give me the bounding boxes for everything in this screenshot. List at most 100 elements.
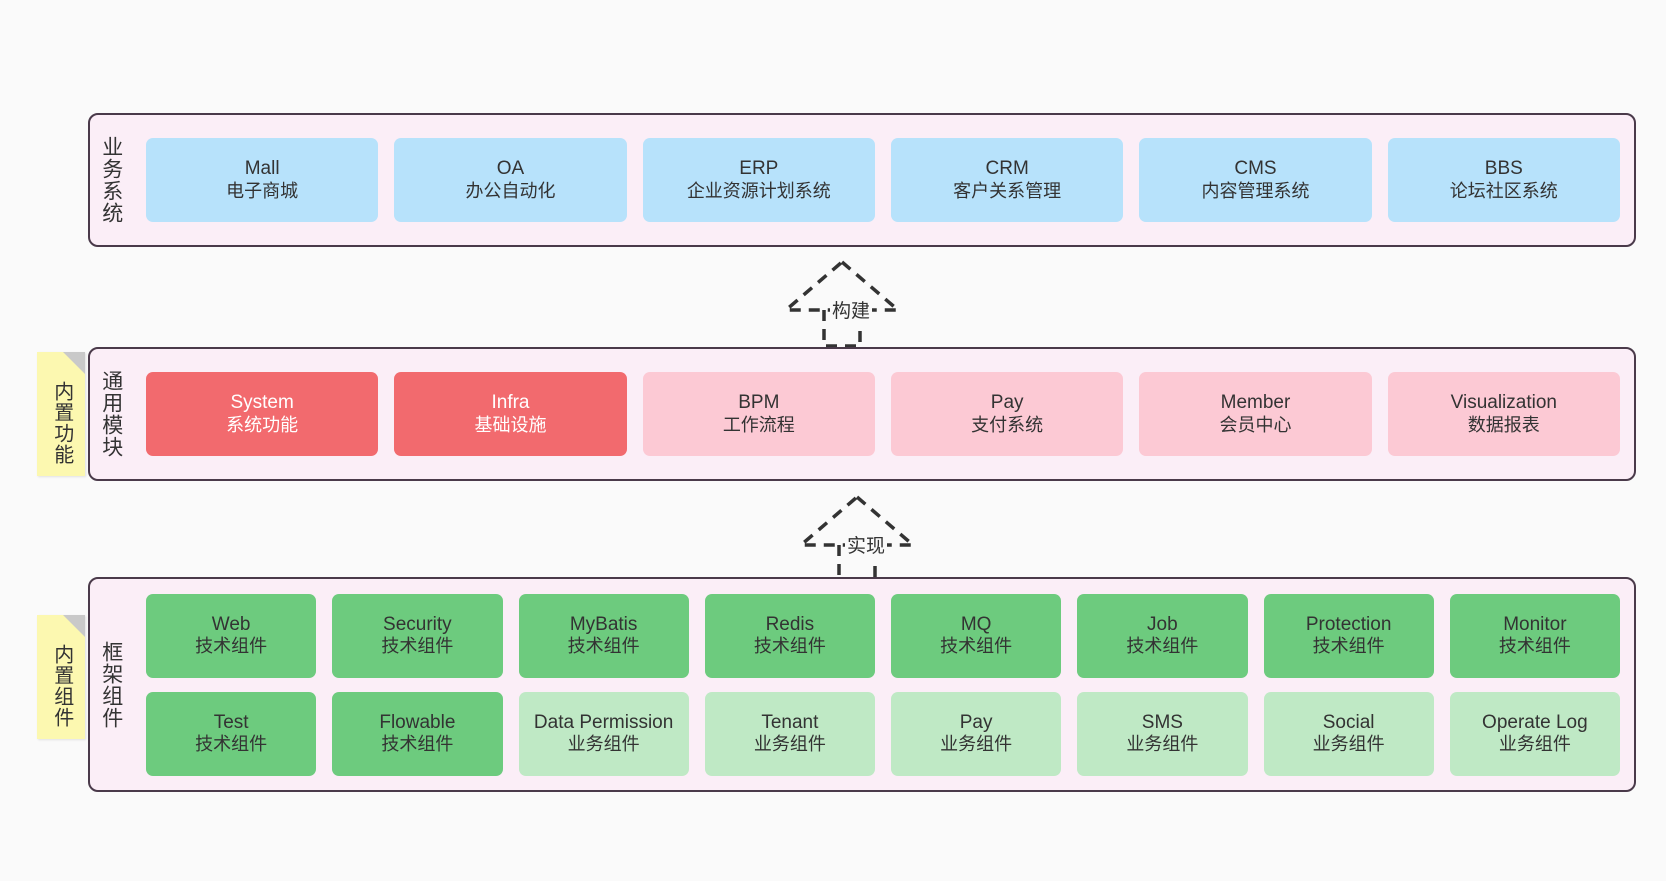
card-data-permission[interactable]: Data Permission 业务组件: [518, 691, 689, 776]
card-job-cn: 技术组件: [1126, 636, 1199, 657]
card-job[interactable]: Job 技术组件: [1077, 593, 1248, 678]
card-test-en: Test: [213, 711, 249, 733]
card-mq-en: MQ: [960, 613, 992, 635]
card-protection[interactable]: Protection 技术组件: [1263, 593, 1434, 678]
card-member-en: Member: [1220, 392, 1291, 414]
layer-title-framework: 框架组件: [99, 640, 123, 729]
card-visualization-en: Visualization: [1450, 392, 1557, 414]
layer-business-system: 业务系统 Mall 电子商城 OA 办公自动化 ERP 企业资源计划系统 CRM…: [88, 113, 1636, 247]
card-system-cn: 系统功能: [226, 414, 299, 435]
card-pay-module-en: Pay: [990, 392, 1024, 414]
card-crm[interactable]: CRM 客户关系管理: [890, 138, 1124, 222]
card-tenant[interactable]: Tenant 业务组件: [704, 691, 875, 776]
card-web-en: Web: [211, 613, 251, 635]
framework-row-tech: Web 技术组件 Security 技术组件 MyBatis 技术组件 Redi…: [146, 593, 1620, 678]
connector-build-label: 构建: [830, 296, 873, 323]
card-protection-en: Protection: [1305, 613, 1392, 635]
card-social-en: Social: [1322, 711, 1375, 733]
card-monitor[interactable]: Monitor 技术组件: [1449, 593, 1620, 678]
layer-title-business: 业务系统: [99, 136, 123, 224]
card-security-en: Security: [383, 613, 452, 635]
card-mq[interactable]: MQ 技术组件: [891, 593, 1062, 678]
card-mybatis-cn: 技术组件: [567, 636, 640, 657]
card-social-cn: 业务组件: [1312, 734, 1385, 755]
sticky-note-builtin-component-label: 内置组件: [50, 644, 73, 728]
card-operate-log[interactable]: Operate Log 业务组件: [1449, 691, 1620, 776]
card-visualization[interactable]: Visualization 数据报表: [1387, 372, 1620, 456]
sticky-fold-icon: [63, 615, 85, 637]
card-crm-cn: 客户关系管理: [953, 180, 1062, 201]
card-oa[interactable]: OA 办公自动化: [394, 138, 627, 222]
card-bpm[interactable]: BPM 工作流程: [642, 372, 875, 456]
card-cms[interactable]: CMS 内容管理系统: [1139, 138, 1372, 222]
card-member[interactable]: Member 会员中心: [1139, 372, 1372, 456]
card-bbs[interactable]: BBS 论坛社区系统: [1387, 138, 1620, 222]
card-bpm-en: BPM: [738, 392, 780, 414]
card-web-cn: 技术组件: [195, 636, 268, 657]
card-pay-component[interactable]: Pay 业务组件: [891, 691, 1062, 776]
card-bpm-cn: 工作流程: [722, 414, 795, 435]
card-monitor-cn: 技术组件: [1498, 636, 1571, 657]
layer-title-common: 通用模块: [99, 370, 123, 458]
card-erp[interactable]: ERP 企业资源计划系统: [642, 138, 875, 222]
card-mall-en: Mall: [244, 158, 280, 180]
card-pay-module[interactable]: Pay 支付系统: [890, 372, 1124, 456]
card-infra[interactable]: Infra 基础设施: [394, 372, 627, 456]
card-pay-module-cn: 支付系统: [971, 414, 1044, 435]
card-flowable-cn: 技术组件: [381, 734, 454, 755]
card-redis[interactable]: Redis 技术组件: [704, 593, 875, 678]
card-web[interactable]: Web 技术组件: [146, 593, 317, 678]
card-bbs-en: BBS: [1484, 158, 1523, 180]
card-system-en: System: [230, 392, 294, 414]
card-redis-cn: 技术组件: [753, 636, 826, 657]
card-mall[interactable]: Mall 电子商城: [146, 138, 379, 222]
card-redis-en: Redis: [765, 613, 815, 635]
card-social[interactable]: Social 业务组件: [1263, 691, 1434, 776]
layer-body-common: System 系统功能 Infra 基础设施 BPM 工作流程 Pay 支付系统…: [132, 349, 1634, 479]
sticky-note-builtin-function-label: 内置功能: [50, 381, 73, 465]
card-protection-cn: 技术组件: [1312, 636, 1385, 657]
card-data-permission-en: Data Permission: [533, 711, 674, 733]
card-mall-cn: 电子商城: [226, 180, 299, 201]
card-sms-en: SMS: [1141, 711, 1183, 733]
card-operate-log-cn: 业务组件: [1498, 734, 1571, 755]
sticky-note-builtin-function: 内置功能: [37, 352, 85, 476]
connector-implement-label: 实现: [845, 531, 888, 558]
card-member-cn: 会员中心: [1219, 414, 1292, 435]
card-data-permission-cn: 业务组件: [567, 734, 640, 755]
card-job-en: Job: [1147, 613, 1178, 635]
framework-row-business: Test 技术组件 Flowable 技术组件 Data Permission …: [146, 691, 1620, 776]
card-erp-en: ERP: [739, 158, 779, 180]
card-sms[interactable]: SMS 业务组件: [1077, 691, 1248, 776]
layer-body-business: Mall 电子商城 OA 办公自动化 ERP 企业资源计划系统 CRM 客户关系…: [132, 115, 1634, 245]
card-pay-component-cn: 业务组件: [940, 734, 1013, 755]
card-system[interactable]: System 系统功能: [146, 372, 379, 456]
connector-implement: 实现: [777, 493, 937, 583]
card-crm-en: CRM: [985, 158, 1029, 180]
connector-build: 构建: [762, 258, 922, 348]
card-flowable-en: Flowable: [379, 711, 456, 733]
card-visualization-cn: 数据报表: [1467, 414, 1540, 435]
card-infra-en: Infra: [491, 392, 530, 414]
layer-body-framework: Web 技术组件 Security 技术组件 MyBatis 技术组件 Redi…: [132, 579, 1634, 790]
card-security[interactable]: Security 技术组件: [332, 593, 503, 678]
layer-framework-component: 框架组件 Web 技术组件 Security 技术组件 MyBatis 技术组件…: [88, 577, 1636, 792]
card-sms-cn: 业务组件: [1126, 734, 1199, 755]
card-flowable[interactable]: Flowable 技术组件: [332, 691, 503, 776]
card-mybatis[interactable]: MyBatis 技术组件: [518, 593, 689, 678]
card-tenant-en: Tenant: [761, 711, 819, 733]
card-cms-en: CMS: [1234, 158, 1277, 180]
card-operate-log-en: Operate Log: [1482, 711, 1588, 733]
card-infra-cn: 基础设施: [474, 414, 547, 435]
card-mq-cn: 技术组件: [940, 636, 1013, 657]
card-monitor-en: Monitor: [1503, 613, 1567, 635]
card-test-cn: 技术组件: [195, 734, 268, 755]
card-test[interactable]: Test 技术组件: [146, 691, 317, 776]
card-erp-cn: 企业资源计划系统: [686, 180, 831, 201]
sticky-fold-icon: [63, 352, 85, 374]
card-oa-cn: 办公自动化: [465, 180, 556, 201]
layer-common-module: 通用模块 System 系统功能 Infra 基础设施 BPM 工作流程 Pay…: [88, 347, 1636, 481]
card-mybatis-en: MyBatis: [569, 613, 638, 635]
card-tenant-cn: 业务组件: [753, 734, 826, 755]
card-pay-component-en: Pay: [959, 711, 993, 733]
